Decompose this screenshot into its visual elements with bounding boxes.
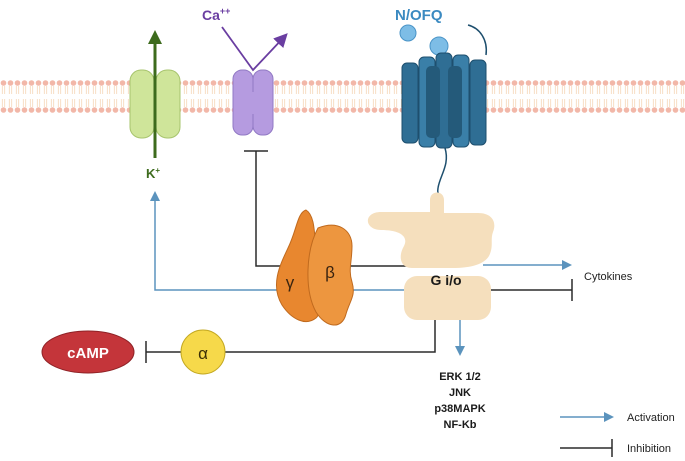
legend: Activation Inhibition xyxy=(560,412,675,457)
inhibition-calcium xyxy=(244,150,408,267)
inhibition-cytokines xyxy=(490,279,573,301)
camp-label: cAMP xyxy=(67,345,109,362)
gamma-label: γ xyxy=(286,273,295,292)
kinase-item: JNK xyxy=(449,387,471,399)
g-protein-label: G i/o xyxy=(430,272,461,288)
cytokines-label: Cytokines xyxy=(584,271,633,283)
calcium-label: Ca++ xyxy=(202,6,230,23)
legend-inhibition-label: Inhibition xyxy=(627,443,671,455)
kinase-item: ERK 1/2 xyxy=(439,371,481,383)
ligand-molecule xyxy=(399,24,449,56)
potassium-channel xyxy=(129,30,181,158)
ligand-label: N/OFQ xyxy=(395,7,443,24)
alpha-label: α xyxy=(198,344,208,363)
legend-activation-label: Activation xyxy=(627,412,675,424)
kinase-list: ERK 1/2 JNK p38MAPK NF-Kb xyxy=(434,371,485,431)
beta-label: β xyxy=(325,263,335,282)
kinase-item: NF-Kb xyxy=(444,419,477,431)
g-protein-complex xyxy=(367,192,495,320)
camp-node xyxy=(41,330,135,374)
beta-gamma-subunit xyxy=(275,209,354,326)
potassium-label: K+ xyxy=(146,166,160,181)
alpha-subunit xyxy=(180,329,226,375)
activation-to-potassium xyxy=(150,191,292,291)
inhibition-camp xyxy=(145,320,436,363)
calcium-influx-arrow xyxy=(221,26,288,72)
nop-receptor xyxy=(401,24,488,209)
kinase-item: p38MAPK xyxy=(434,403,485,415)
cell-membrane xyxy=(0,80,685,113)
calcium-channel xyxy=(221,26,288,136)
